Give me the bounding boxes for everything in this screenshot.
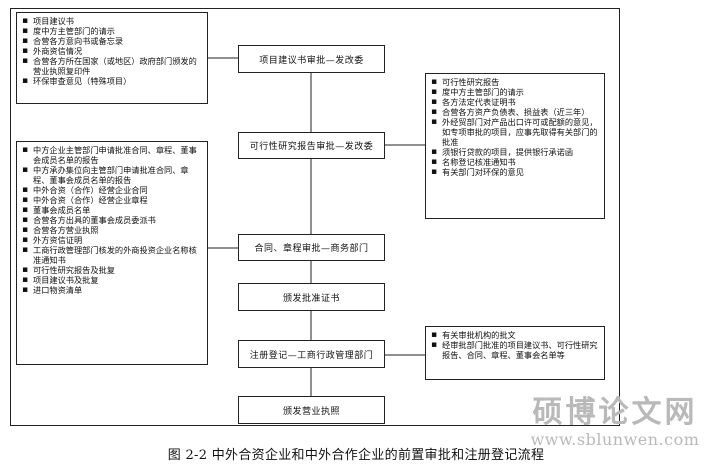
stage-box-3: 合同、章程审批—商务部门 bbox=[238, 234, 385, 261]
stage-label: 注册登记—工商行政管理部门 bbox=[249, 350, 374, 361]
list-item: 有关审批机构的批文 bbox=[430, 330, 600, 340]
stage-box-2: 可行性研究报告审批—发改委 bbox=[238, 132, 385, 159]
watermark-text: 硕博论文网 bbox=[532, 395, 698, 430]
stage-box-6: 颁发营业执照 bbox=[238, 396, 385, 424]
list-item: 可行性研究报告及批复 bbox=[21, 265, 203, 275]
stage-box-5: 注册登记—工商行政管理部门 bbox=[238, 340, 385, 368]
right-list-1: 可行性研究报告 度中方主管部门的请示 各方法定代表证明书 合营各方资产负债表、损… bbox=[425, 73, 605, 219]
stage-label: 项目建议书审批—发改委 bbox=[259, 55, 364, 66]
list-item: 度中方主管部门的请示 bbox=[21, 26, 203, 36]
list-item: 中外合资（合作）经营企业合同 bbox=[21, 185, 203, 195]
watermark-url: www.sblunwen.com bbox=[530, 430, 700, 449]
list-item: 中外合资（合作）经营企业章程 bbox=[21, 195, 203, 205]
list-item: 各方法定代表证明书 bbox=[430, 97, 600, 107]
figure-caption: 图 2-2 中外合资企业和中外合作企业的前置审批和注册登记流程 bbox=[167, 448, 545, 463]
stage-box-4: 颁发批准证书 bbox=[238, 283, 385, 311]
list-item: 项目建议书及批复 bbox=[21, 275, 203, 285]
stage-label: 颁发批准证书 bbox=[282, 293, 340, 304]
stage-label: 颁发营业执照 bbox=[282, 406, 340, 417]
list-item: 名称登记核准通知书 bbox=[430, 157, 600, 167]
list-item: 外经贸部门对产品出口许可或配额的意见，如专项审批的项目，应事先取得有关部门的批准 bbox=[430, 117, 600, 147]
list-item: 合营各方意向书或备忘录 bbox=[21, 36, 203, 46]
watermark: 硕博论文网 www.sblunwen.com bbox=[520, 396, 710, 450]
list-item: 合营各方营业执照 bbox=[21, 225, 203, 235]
list-item: 须银行贷款的项目，提供银行承诺函 bbox=[430, 147, 600, 157]
list-item: 合营各方资产负债表、损益表（近三年） bbox=[430, 107, 600, 117]
list-item: 外商资信情况 bbox=[21, 46, 203, 56]
stage-label: 可行性研究报告审批—发改委 bbox=[249, 142, 374, 152]
list-item: 合营各方所在国家（或地区）政府部门颁发的营业执照复印件 bbox=[21, 56, 203, 76]
left-list-2: 中方企业主管部门申请批准合同、章程、董事会成员名单的报告 中方承办集位向主管部门… bbox=[16, 141, 208, 365]
diagram-frame bbox=[10, 8, 620, 426]
list-item: 有关部门对环保的意见 bbox=[430, 167, 600, 177]
list-item: 外方资信证明 bbox=[21, 235, 203, 245]
list-item: 进口物资清单 bbox=[21, 285, 203, 295]
right-list-2: 有关审批机构的批文 经审批部门批准的项目建议书、可行性研究报告、合同、章程、董事… bbox=[425, 326, 605, 380]
list-item: 环保审查意见（特殊项目） bbox=[21, 76, 203, 86]
stage-box-1: 项目建议书审批—发改委 bbox=[238, 45, 385, 73]
left-list-1: 项目建议书 度中方主管部门的请示 合营各方意向书或备忘录 外商资信情况 合营各方… bbox=[16, 12, 208, 104]
list-item: 中方承办集位向主管部门申请批准合同、章程、董事会成员名单的报告 bbox=[21, 165, 203, 185]
list-item: 董事会成员名单 bbox=[21, 205, 203, 215]
stage-label: 合同、章程审批—商务部门 bbox=[254, 244, 369, 254]
list-item: 中方企业主管部门申请批准合同、章程、董事会成员名单的报告 bbox=[21, 145, 203, 165]
list-item: 经审批部门批准的项目建议书、可行性研究报告、合同、章程、董事会名单等 bbox=[430, 340, 600, 360]
list-item: 合营各方出具的董事会成员委派书 bbox=[21, 215, 203, 225]
list-item: 工商行政管理部门核发的外商投资企业名称核准通知书 bbox=[21, 245, 203, 265]
list-item: 度中方主管部门的请示 bbox=[430, 87, 600, 97]
list-item: 项目建议书 bbox=[21, 16, 203, 26]
list-item: 可行性研究报告 bbox=[430, 77, 600, 87]
